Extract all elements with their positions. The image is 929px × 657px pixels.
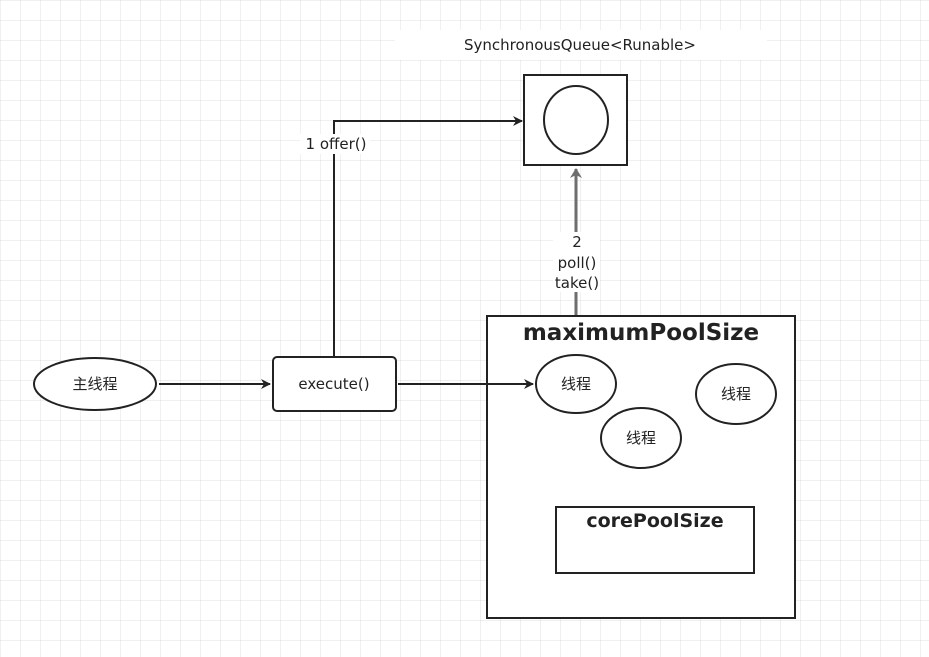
main-thread-node[interactable] [33,357,157,411]
offer-edge [333,116,523,357]
poll-label-take: take() [555,274,599,292]
thread-node-1[interactable] [535,354,617,414]
core-pool-box[interactable] [555,506,755,574]
core-pool-label: corePoolSize [586,510,723,532]
thread-node-2[interactable] [600,407,682,469]
maximum-pool-label: maximumPoolSize [523,320,759,346]
thread-label-3: 线程 [721,385,751,403]
execute-label: execute() [298,375,369,393]
queue-title-bg [395,30,767,60]
queue-title: SynchronousQueue<Runable> [464,36,696,54]
poll-label-poll: poll() [558,254,597,272]
offer-label: 1 offer() [306,135,367,153]
offer-label-bg [300,134,370,154]
thread-label-2: 线程 [626,429,656,447]
main-thread-label: 主线程 [72,375,117,393]
poll-label-step: 2 [572,233,582,251]
execute-node[interactable] [272,356,397,412]
thread-node-3[interactable] [695,363,777,425]
thread-label-1: 线程 [561,375,591,393]
queue-slot-circle [543,85,609,155]
poll-label-bg [553,232,600,292]
